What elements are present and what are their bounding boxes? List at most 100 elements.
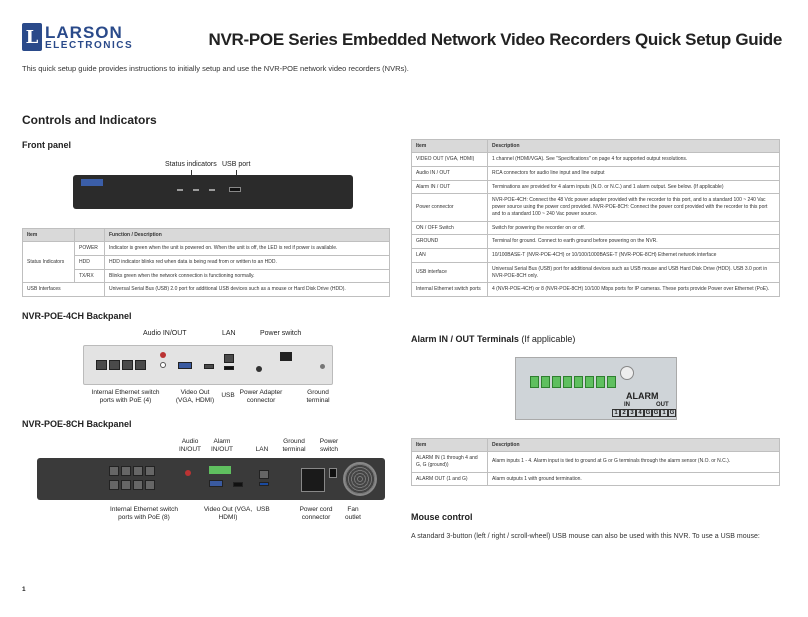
item-cell: ALARM IN (1 through 4 and G, G (ground)) (411, 451, 488, 473)
front-logo-badge (81, 179, 103, 186)
pin-label: G (668, 409, 676, 417)
eth-port (133, 466, 143, 476)
eth-port (109, 360, 120, 370)
desc-cell: Alarm inputs 1 - 4. Alarm input is tied … (487, 451, 780, 473)
bp8-label-video: Video Out (VGA, HDMI) (203, 506, 253, 521)
bp4-label-usb: USB (221, 392, 235, 399)
table-header-description: Description (487, 139, 780, 153)
alarm-title-note: (If applicable) (521, 334, 576, 344)
pin-labels: 1 2 3 4 G G 1 G (612, 409, 676, 417)
desc-cell: RCA connectors for audio line input and … (487, 165, 780, 181)
sub-item-cell: TX/RX (74, 268, 105, 284)
section-title-controls: Controls and Indicators (22, 113, 157, 127)
terminal-pin (607, 376, 616, 388)
hdmi-port (233, 482, 243, 487)
item-cell: ON / OFF Switch (411, 220, 488, 236)
logo-top: LARSON (45, 22, 123, 42)
vga-port (209, 480, 223, 487)
label-usb-port: USB port (222, 161, 251, 168)
table-row: VIDEO OUT (VGA, HDMI)1 channel (HDMI/VGA… (411, 152, 780, 167)
table-row: ALARM OUT (1 and G)Alarm outputs 1 with … (411, 471, 780, 487)
label-status-indicators: Status indicators (165, 161, 217, 168)
desc-cell: HDD indicator blinks red when data is be… (104, 254, 390, 270)
table-row: TX/RX Blinks green when the network conn… (23, 268, 390, 284)
pin-label: G (644, 409, 652, 417)
bp8-label-alarm: Alarm IN/OUT (210, 438, 234, 453)
alarm-out-label: OUT (656, 402, 669, 408)
item-cell: Audio IN / OUT (411, 165, 488, 181)
alarm-terminal (209, 466, 231, 474)
alarm-in-label: IN (624, 402, 630, 408)
eth-port (109, 466, 119, 476)
eth-port (145, 466, 155, 476)
table-row: Status Indicators POWER Indicator is gre… (22, 240, 390, 284)
desc-cell: NVR-POE-4CH: Connect the 48 Vdc power ad… (487, 193, 780, 222)
terminal-pin (541, 376, 550, 388)
logo-text: LARSON ELECTRONICS (45, 24, 133, 51)
item-cell: GROUND (411, 234, 488, 249)
terminal-pin (563, 376, 572, 388)
item-cell: ALARM OUT (1 and G) (411, 471, 488, 487)
usb-item-cell: USB Interfaces (22, 282, 105, 297)
terminal-pin (574, 376, 583, 388)
alarm-terminal-image: ALARM IN OUT 1 2 3 4 G G 1 G (515, 357, 677, 420)
eth-port (133, 480, 143, 490)
backpanel-4ch-image (83, 345, 333, 385)
desc-cell: 4 (NVR-POE-4CH) or 8 (NVR-POE-8CH) 10/10… (487, 282, 780, 297)
item-cell: Alarm IN / OUT (411, 179, 488, 195)
item-cell: LAN (411, 248, 488, 263)
terminal-pin (585, 376, 594, 388)
terminal-pin (552, 376, 561, 388)
front-panel-title: Front panel (22, 140, 71, 150)
terminal-pin (530, 376, 539, 388)
logo-mark-icon: L (22, 23, 42, 51)
item-cell: Internal Ethernet switch ports (411, 282, 488, 297)
audio-out-jack (185, 470, 191, 476)
table-header-description: Description (487, 438, 780, 452)
power-switch (329, 468, 337, 478)
table-header-function: Function / Description (104, 228, 390, 242)
lan-port (259, 470, 269, 479)
eth-port (122, 360, 133, 370)
front-panel-table: Item Function / Description Status Indic… (22, 228, 390, 297)
bp8-label-lan: LAN (255, 446, 269, 453)
eth-port (145, 480, 155, 490)
hdd-led (193, 189, 199, 191)
logo-bottom: ELECTRONICS (45, 39, 134, 51)
table-row: ALARM IN (1 through 4 and G, G (ground))… (411, 451, 780, 473)
backpanel-8ch-title: NVR-POE-8CH Backpanel (22, 419, 132, 429)
bp4-label-lan: LAN (222, 330, 236, 337)
table-header-item: Item (22, 228, 75, 242)
desc-cell: 1 channel (HDMI/VGA). See "Specification… (487, 152, 780, 167)
audio-in-jack (160, 362, 166, 368)
bp8-label-fan: Fan outlet (345, 506, 361, 521)
bp4-label-video: Video Out (VGA, HDMI) (175, 389, 215, 404)
lan-port (224, 354, 234, 363)
eth-port (121, 466, 131, 476)
bp8-label-usb: USB (256, 506, 270, 513)
fan-outlet-icon (343, 462, 377, 496)
rear-panel-table: Item Description VIDEO OUT (VGA, HDMI)1 … (411, 139, 780, 297)
table-header-spacer (74, 228, 105, 242)
bp8-label-power-switch: Power switch (319, 438, 339, 453)
bp4-label-audio: Audio IN/OUT (143, 330, 187, 337)
sub-item-cell: HDD (74, 254, 105, 270)
desc-cell: Blinks green when the network connection… (104, 268, 390, 284)
pin-label: 1 (660, 409, 668, 417)
audio-out-jack (160, 352, 166, 358)
item-cell: Power connector (411, 193, 488, 222)
bp4-label-eth: Internal Ethernet switch ports with PoE … (91, 389, 160, 404)
bp4-label-ground: Ground terminal (306, 389, 330, 404)
desc-cell: 10/100BASE-T (NVR-POE-4CH) or 10/100/100… (487, 248, 780, 263)
bp8-label-ground: Ground terminal (282, 438, 306, 453)
sub-item-cell: POWER (74, 241, 105, 256)
power-led (177, 189, 183, 191)
pin-label: 3 (628, 409, 636, 417)
desc-cell: Universal Serial Bus (USB) 2.0 port for … (104, 282, 390, 297)
